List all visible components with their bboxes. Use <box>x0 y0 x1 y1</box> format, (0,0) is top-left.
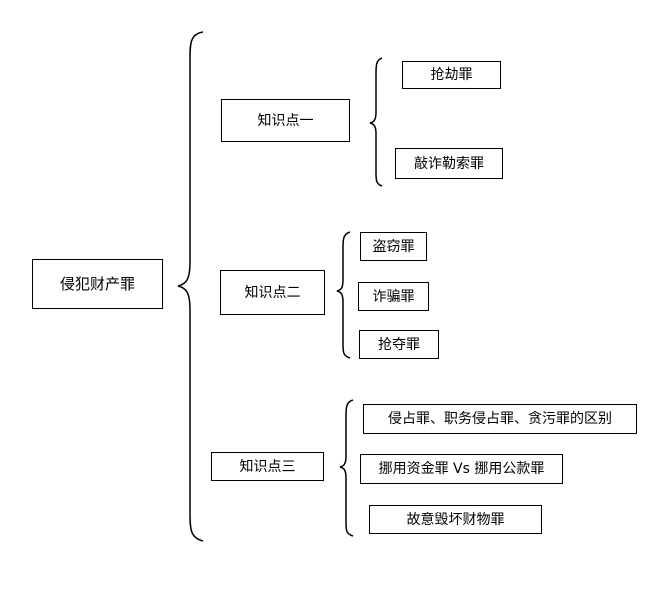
leaf-node-1-2[interactable]: 敲诈勒索罪 <box>395 148 503 179</box>
branch1-brace <box>369 57 383 187</box>
branch3-brace <box>339 399 354 537</box>
leaf-node-3-3[interactable]: 故意毁坏财物罪 <box>369 505 542 534</box>
leaf-node-2-2[interactable]: 诈骗罪 <box>358 282 429 311</box>
leaf-node-1-1[interactable]: 抢劫罪 <box>402 61 501 89</box>
branch2-brace <box>336 231 351 359</box>
branch-node-2[interactable]: 知识点二 <box>220 270 325 315</box>
leaf-node-3-1[interactable]: 侵占罪、职务侵占罪、贪污罪的区别 <box>363 404 637 434</box>
leaf-node-2-1[interactable]: 盗窃罪 <box>360 232 427 261</box>
leaf-node-3-2[interactable]: 挪用资金罪 Vs 挪用公款罪 <box>360 454 563 484</box>
leaf-node-2-3[interactable]: 抢夺罪 <box>359 330 439 359</box>
branch-node-1[interactable]: 知识点一 <box>221 99 350 142</box>
branch-node-3[interactable]: 知识点三 <box>211 452 324 481</box>
root-node[interactable]: 侵犯财产罪 <box>32 259 163 309</box>
root-brace <box>177 31 204 542</box>
